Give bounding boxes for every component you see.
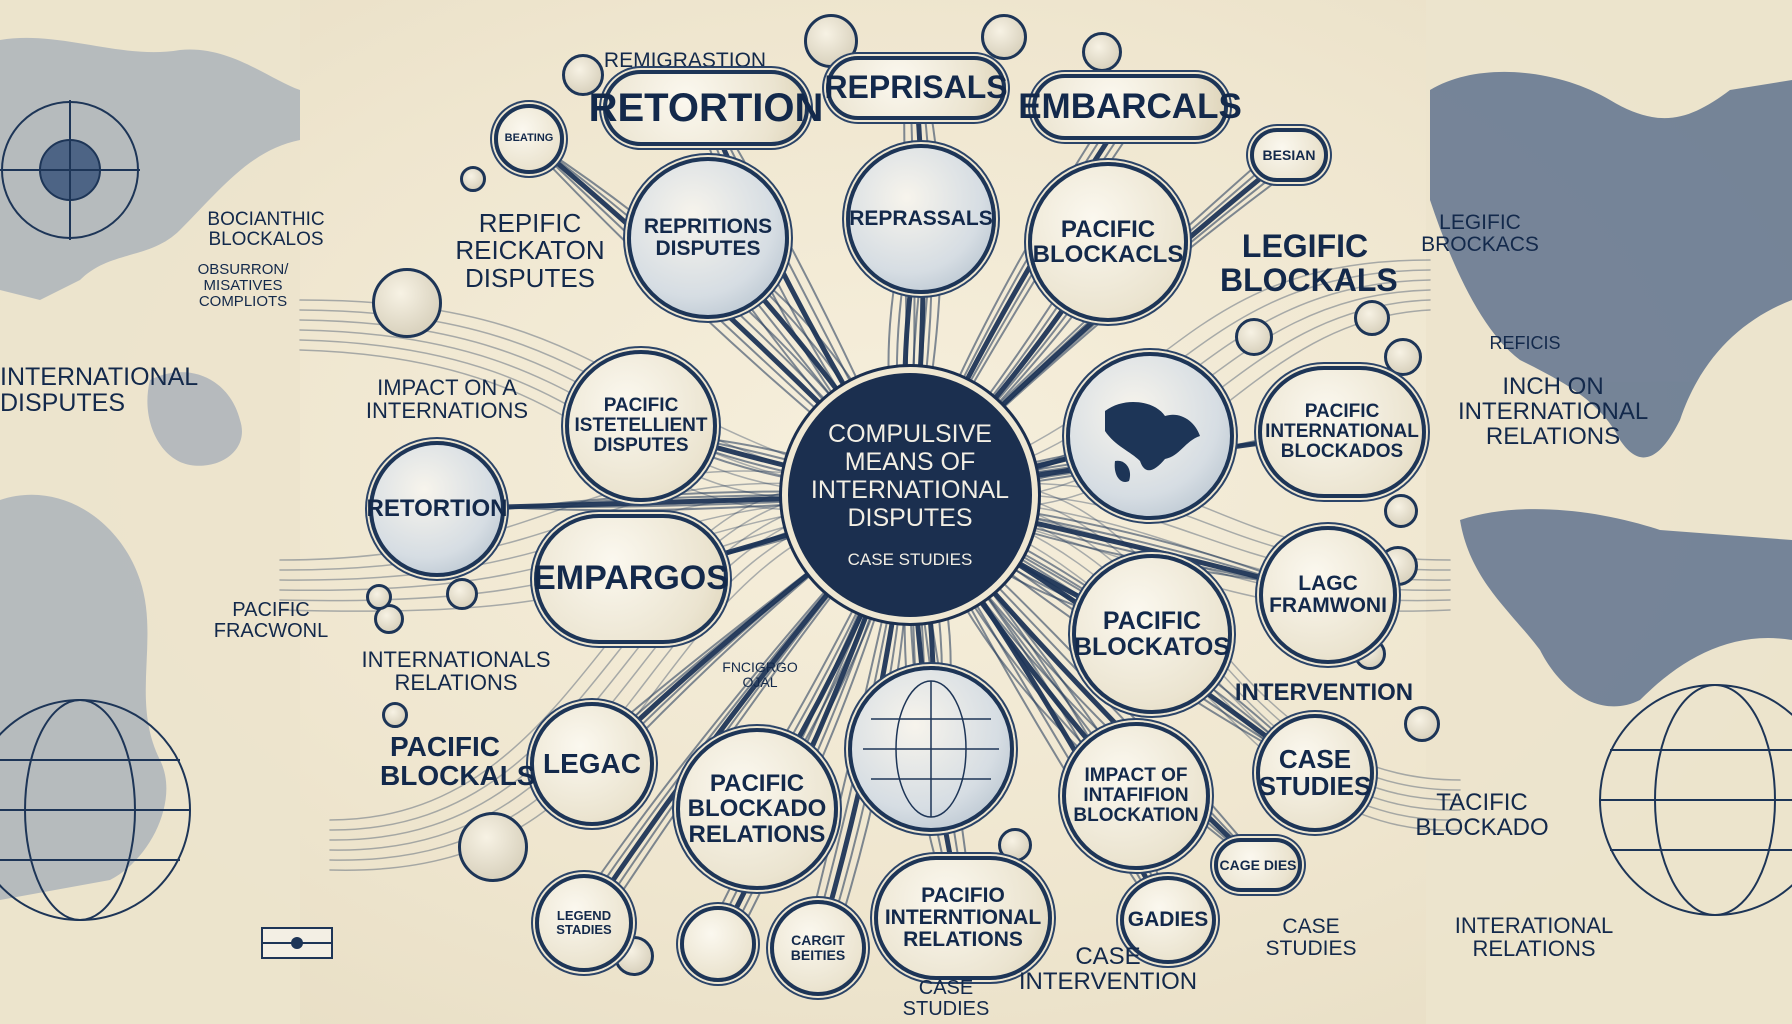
node-label: REPRISALS <box>824 69 1008 106</box>
right-label-interational-relations: INTERATIONAL RELATIONS <box>1454 913 1614 962</box>
globe-icon <box>372 268 442 338</box>
node-pacific-istetellient[interactable]: PACIFIC ISTETELLIENT DISPUTES <box>565 350 717 502</box>
label-case-studies-right: CASE STUDIES <box>1265 915 1357 961</box>
node-pacific-blockatos[interactable]: PACIFIC BLOCKATOS <box>1072 554 1232 714</box>
small-node-icon <box>382 702 408 728</box>
small-node-icon <box>981 14 1027 60</box>
node-label: CASE STUDIES <box>1258 743 1372 801</box>
right-globe-wireframe <box>1599 684 1792 916</box>
right-label-inch-on: INCH ON INTERNATIONAL RELATIONS <box>1458 373 1649 451</box>
node-reprisals[interactable]: REPRISALS <box>824 56 1008 120</box>
node-gadies[interactable]: GADIES <box>1120 876 1216 964</box>
node-label: LAGC FRAMWONI <box>1269 571 1387 617</box>
node-label: PACIFIC INTERNATIONAL BLOCKADOS <box>1265 401 1419 462</box>
node-label: RETORTION <box>588 86 824 130</box>
node-besian[interactable]: BESIAN <box>1250 128 1328 182</box>
node-retortion[interactable]: RETORTION <box>366 441 508 577</box>
right-label-legific-brockacs: LEGIFIC BROCKACS <box>1421 211 1539 257</box>
label-fncigrago: FNCIGRGO OJAL <box>722 659 798 690</box>
small-node-icon <box>366 584 392 610</box>
node-small-bottom[interactable] <box>680 906 756 982</box>
label-impact-on: IMPACT ON A INTERNATIONS <box>365 375 529 424</box>
label-intervention: INTERVENTION <box>1234 679 1414 706</box>
node-label: REPRITIONS DISPUTES <box>643 214 773 260</box>
label-pacific-blockals: PACIFIC BLOCKALS <box>380 731 536 792</box>
small-node-icon <box>458 812 528 882</box>
small-node-icon <box>1384 494 1418 528</box>
small-node-icon <box>1384 338 1422 376</box>
label-case-intervention: CASE INTERVENTION <box>1018 943 1198 996</box>
node-reprassals[interactable]: REPRASSALS <box>846 144 996 294</box>
small-node-icon <box>1404 706 1440 742</box>
right-label-reficis: REFICIS <box>1489 333 1561 353</box>
node-legac[interactable]: LEGAC <box>530 702 654 826</box>
node-label: GADIES <box>1127 907 1209 931</box>
small-node-icon <box>460 166 486 192</box>
small-node-icon <box>1354 300 1390 336</box>
small-node-icon <box>1235 318 1273 356</box>
node-embarcals[interactable]: EMBARCALS <box>1018 74 1242 140</box>
label-legific-blockals: LEGIFIC BLOCKALS <box>1220 228 1398 298</box>
node-cargit-beities[interactable]: CARGIT BEITIES <box>770 900 866 996</box>
node-label: LEGAC <box>543 748 641 780</box>
small-node-icon <box>1082 32 1122 72</box>
label-repific: REPIFIC REICKATON DISPUTES <box>455 208 605 293</box>
node-label: CAGE DIES <box>1219 856 1297 873</box>
left-map-silhouette <box>0 37 300 900</box>
left-label-bocianthic: BOCIANTHIC BLOCKALOS <box>207 209 325 250</box>
right-label-tacific-blockado: TACIFIC BLOCKADO <box>1415 789 1549 842</box>
retortion-caption: REMIGRASTION <box>603 49 767 72</box>
node-legend-stadies[interactable]: LEGEND STADIES <box>535 874 633 972</box>
central-topic-subtitle: CASE STUDIES <box>847 550 973 569</box>
node-label: PACIFIC BLOCKADO RELATIONS <box>687 770 827 848</box>
right-map-silhouette <box>1430 71 1792 707</box>
node-world-globe[interactable] <box>1066 352 1234 520</box>
node-label: EMPARGOS <box>533 559 729 598</box>
node-label: PACIFIO INTERNTIONAL RELATIONS <box>884 883 1042 952</box>
left-label-international-disputes: INTERNATIONAL DISPUTES <box>0 363 199 418</box>
node-pacific-international-blockados[interactable]: PACIFIC INTERNATIONAL BLOCKADOS <box>1258 366 1426 498</box>
node-pacific-blockacls[interactable]: PACIFIC BLOCKACLS <box>1028 162 1188 322</box>
globe-wireframe-icon <box>863 680 999 818</box>
node-label: REPRASSALS <box>849 206 993 230</box>
node-label: CARGIT BEITIES <box>790 932 846 963</box>
node-label: BEATING <box>504 132 554 145</box>
node-label: BESIAN <box>1262 146 1316 163</box>
label-internationals-relations: INTERNATIONALS RELATIONS <box>361 647 551 696</box>
node-case-studies[interactable]: CASE STUDIES <box>1256 714 1374 832</box>
label-case-studies-bottom: CASE STUDIES <box>902 977 990 1020</box>
node-empargos[interactable]: EMPARGOS <box>533 514 729 644</box>
node-label: LEGEND STADIES <box>556 908 612 937</box>
left-label-pacific-fracwonl: PACIFIC FRACWONL <box>213 599 329 642</box>
node-impact-intafifion[interactable]: IMPACT OF INTAFIFION BLOCKATION <box>1062 722 1210 870</box>
central-topic-title: COMPULSIVE MEANS OF INTERNATIONAL DISPUT… <box>810 420 1010 532</box>
node-label: EMBARCALS <box>1018 86 1242 126</box>
node-label: RETORTION <box>366 495 508 523</box>
world-map-icon <box>1105 401 1200 482</box>
central-topic-node[interactable]: COMPULSIVE MEANS OF INTERNATIONAL DISPUT… <box>788 373 1032 617</box>
small-node-icon <box>446 578 478 610</box>
node-globe-bottom[interactable] <box>848 666 1014 832</box>
node-label: PACIFIC ISTETELLIENT DISPUTES <box>574 395 708 456</box>
node-retortion-top[interactable]: RETORTION <box>589 70 823 146</box>
left-globe-wireframe <box>0 100 191 921</box>
node-case-dies[interactable]: CAGE DIES <box>1214 838 1302 892</box>
node-lagc-framwonl[interactable]: LAGC FRAMWONI <box>1259 526 1397 664</box>
node-pacific-blockado-relations[interactable]: PACIFIC BLOCKADO RELATIONS <box>676 728 838 890</box>
node-label: PACIFIC BLOCKACLS <box>1032 215 1184 268</box>
node-label: PACIFIC BLOCKATOS <box>1073 606 1231 661</box>
small-node-icon <box>562 54 604 96</box>
node-beating[interactable]: BEATING <box>494 104 564 174</box>
node-repritions-disputes[interactable]: REPRITIONS DISPUTES <box>627 157 789 319</box>
node-label: IMPACT OF INTAFIFION BLOCKATION <box>1073 765 1199 826</box>
node-pacifio-relations[interactable]: PACIFIO INTERNTIONAL RELATIONS <box>874 856 1052 980</box>
left-label-obsurron: OBSURRON/ MISATIVES COMPLIOTS <box>197 261 289 310</box>
